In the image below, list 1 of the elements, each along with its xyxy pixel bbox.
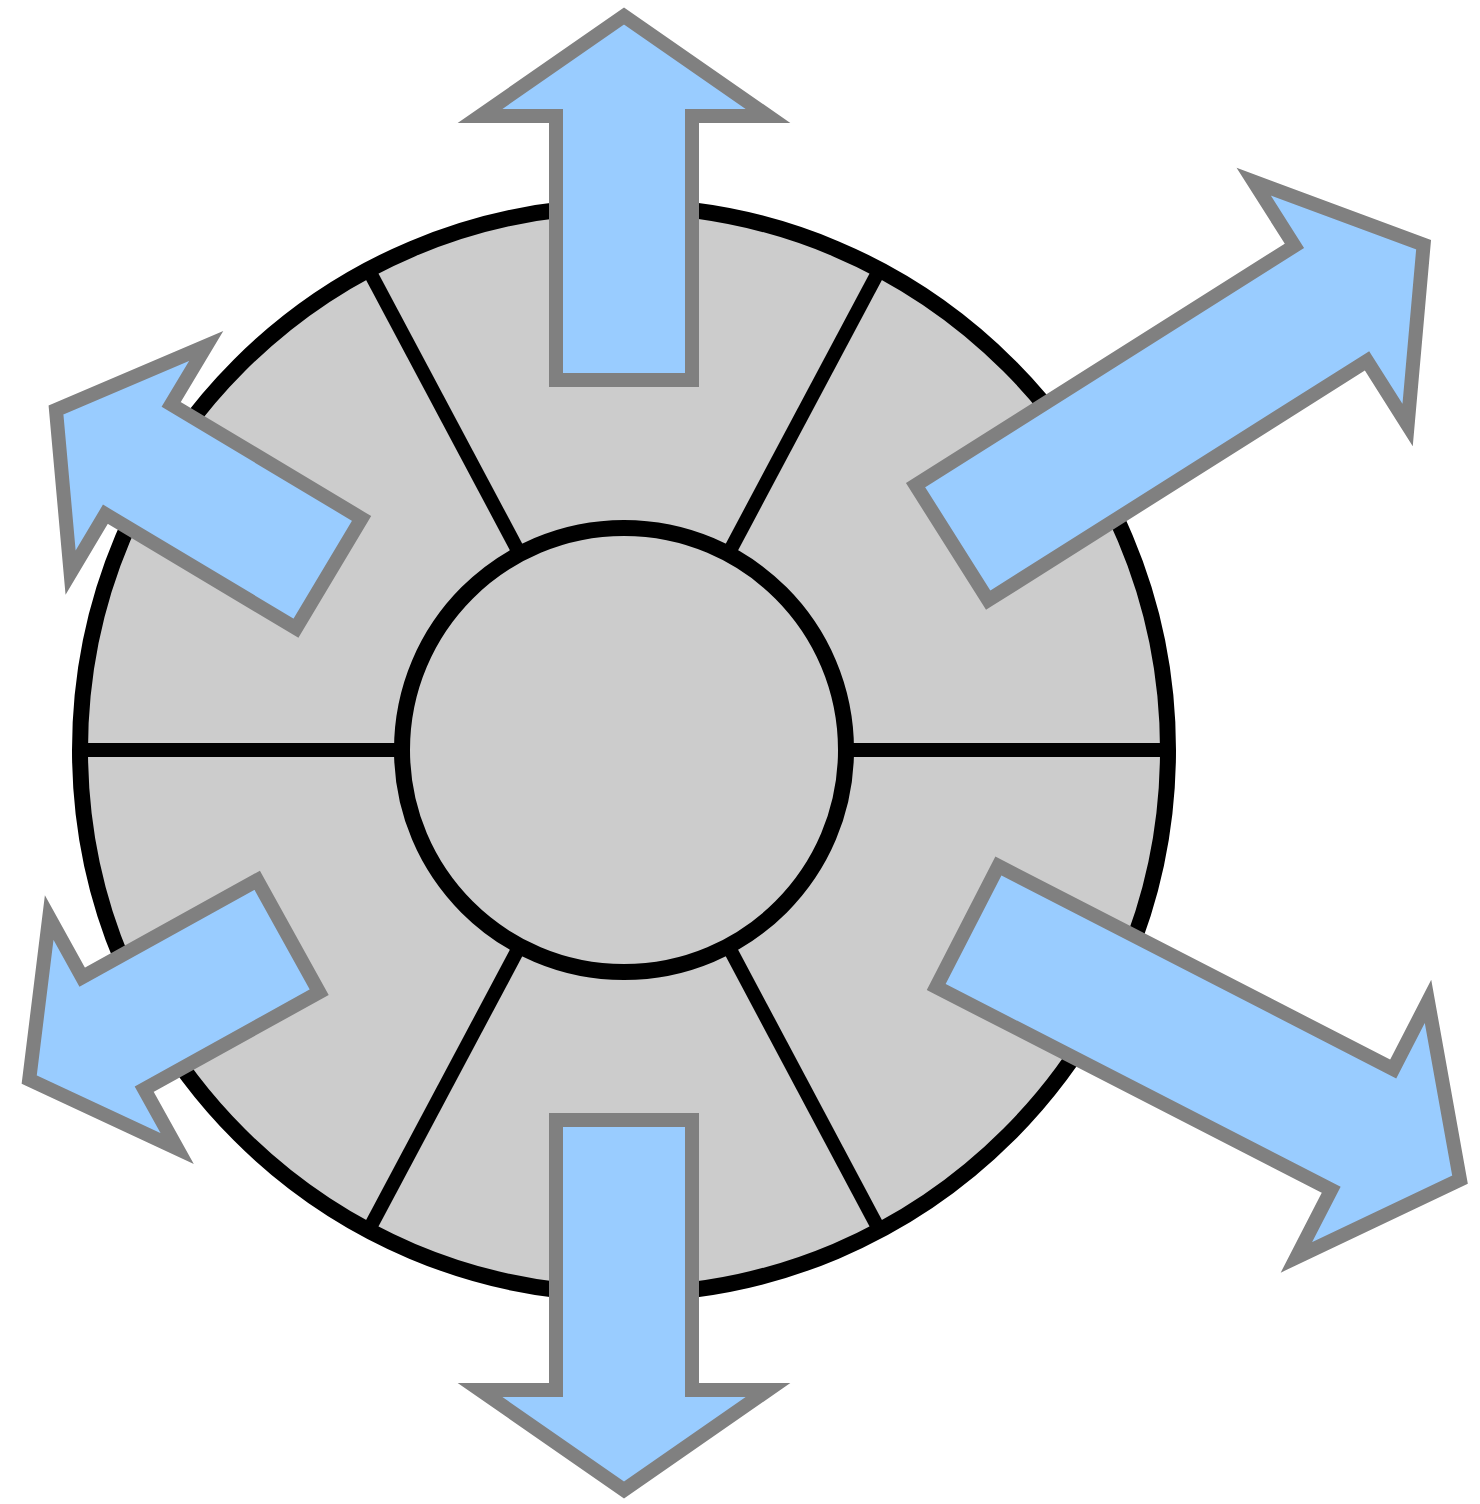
inner-circle [394,520,854,980]
